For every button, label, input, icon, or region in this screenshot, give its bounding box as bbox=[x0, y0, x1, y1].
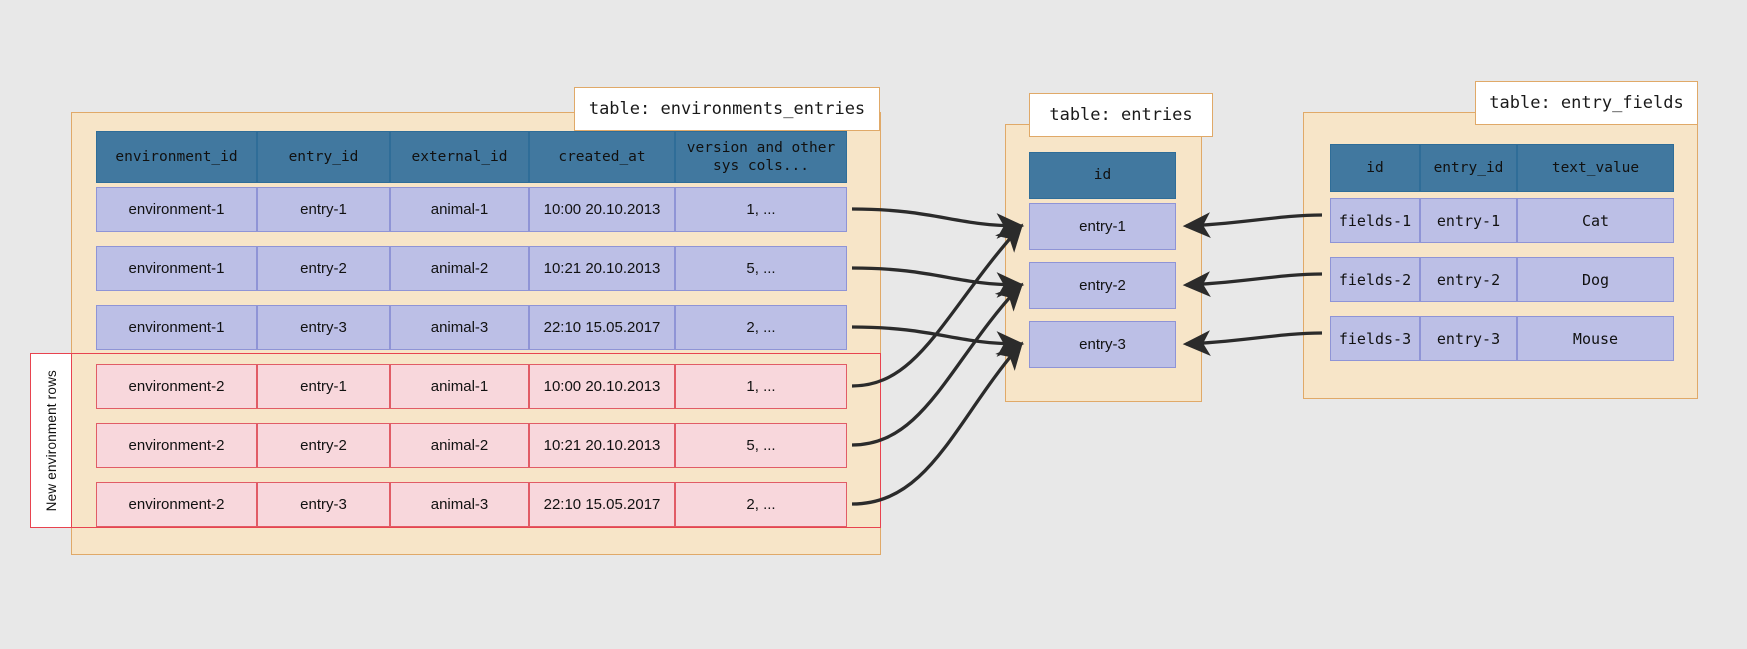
cell-version-sys-cols: 5, ... bbox=[675, 423, 847, 468]
cell-external-id: animal-2 bbox=[390, 246, 529, 291]
cell-external-id: animal-3 bbox=[390, 305, 529, 350]
cell-entry-id: entry-2 bbox=[257, 423, 390, 468]
cell-created-at: 10:00 20.10.2013 bbox=[529, 364, 675, 409]
cell-environment-id: environment-2 bbox=[96, 482, 257, 527]
cell-entry-id: entry-3 bbox=[257, 305, 390, 350]
cell-version-sys-cols: 1, ... bbox=[675, 187, 847, 232]
cell-environment-id: environment-1 bbox=[96, 187, 257, 232]
arrow-fields-1-to-entry-1 bbox=[1182, 212, 1323, 238]
cell-created-at: 10:21 20.10.2013 bbox=[529, 246, 675, 291]
cell-created-at: 22:10 15.05.2017 bbox=[529, 482, 675, 527]
cell-created-at: 22:10 15.05.2017 bbox=[529, 305, 675, 350]
cell-environment-id: environment-1 bbox=[96, 305, 257, 350]
column-header-id: id bbox=[1330, 144, 1420, 192]
cell-id: fields-2 bbox=[1330, 257, 1420, 302]
cell-external-id: animal-1 bbox=[390, 364, 529, 409]
cell-text-value: Mouse bbox=[1517, 316, 1674, 361]
header-row-entry-fields: id entry_id text_value bbox=[1330, 144, 1674, 192]
table-row[interactable]: environment-1 entry-3 animal-3 22:10 15.… bbox=[96, 305, 847, 350]
cell-version-sys-cols: 5, ... bbox=[675, 246, 847, 291]
cell-id: fields-3 bbox=[1330, 316, 1420, 361]
table-row[interactable]: environment-2 entry-3 animal-3 22:10 15.… bbox=[96, 482, 847, 527]
header-row-entries: id bbox=[1029, 152, 1176, 199]
cell-entry-id: entry-3 bbox=[257, 482, 390, 527]
cell-external-id: animal-3 bbox=[390, 482, 529, 527]
new-environment-rows-label-text: New environment rows bbox=[43, 369, 59, 512]
header-row-environments-entries: environment_id entry_id external_id crea… bbox=[96, 131, 847, 183]
cell-external-id: animal-1 bbox=[390, 187, 529, 232]
table-row[interactable]: environment-2 entry-2 animal-2 10:21 20.… bbox=[96, 423, 847, 468]
cell-text-value: Cat bbox=[1517, 198, 1674, 243]
table-row[interactable]: environment-1 entry-1 animal-1 10:00 20.… bbox=[96, 187, 847, 232]
cell-version-sys-cols: 2, ... bbox=[675, 305, 847, 350]
column-header-version-sys-cols: version and other sys cols... bbox=[675, 131, 847, 183]
cell-entry-id: entry-1 bbox=[257, 364, 390, 409]
title-environments-entries: table: environments_entries bbox=[574, 87, 880, 131]
arrow-fields-3-to-entry-3 bbox=[1182, 330, 1323, 356]
cell-version-sys-cols: 1, ... bbox=[675, 364, 847, 409]
column-header-text-value: text_value bbox=[1517, 144, 1674, 192]
cell-entry-id: entry-3 bbox=[1420, 316, 1517, 361]
cell-entry-id: entry-2 bbox=[1420, 257, 1517, 302]
column-header-id: id bbox=[1029, 152, 1176, 199]
table-row[interactable]: fields-1 entry-1 Cat bbox=[1330, 198, 1674, 243]
cell-version-sys-cols: 2, ... bbox=[675, 482, 847, 527]
cell-entry-id: entry-2 bbox=[257, 246, 390, 291]
title-entry-fields: table: entry_fields bbox=[1475, 81, 1698, 125]
cell-environment-id: environment-2 bbox=[96, 423, 257, 468]
title-entries: table: entries bbox=[1029, 93, 1213, 137]
column-header-external-id: external_id bbox=[390, 131, 529, 183]
cell-environment-id: environment-1 bbox=[96, 246, 257, 291]
table-row[interactable]: environment-1 entry-2 animal-2 10:21 20.… bbox=[96, 246, 847, 291]
table-row[interactable]: environment-2 entry-1 animal-1 10:00 20.… bbox=[96, 364, 847, 409]
cell-environment-id: environment-2 bbox=[96, 364, 257, 409]
cell-created-at: 10:00 20.10.2013 bbox=[529, 187, 675, 232]
table-row[interactable]: fields-3 entry-3 Mouse bbox=[1330, 316, 1674, 361]
cell-external-id: animal-2 bbox=[390, 423, 529, 468]
column-header-entry-id: entry_id bbox=[257, 131, 390, 183]
column-header-entry-id: entry_id bbox=[1420, 144, 1517, 192]
cell-id: entry-2 bbox=[1029, 262, 1176, 309]
table-row[interactable]: entry-3 bbox=[1029, 321, 1176, 368]
cell-created-at: 10:21 20.10.2013 bbox=[529, 423, 675, 468]
new-environment-rows-label: New environment rows bbox=[30, 353, 72, 528]
cell-text-value: Dog bbox=[1517, 257, 1674, 302]
table-row[interactable]: entry-1 bbox=[1029, 203, 1176, 250]
cell-id: entry-1 bbox=[1029, 203, 1176, 250]
cell-id: entry-3 bbox=[1029, 321, 1176, 368]
column-header-environment-id: environment_id bbox=[96, 131, 257, 183]
cell-id: fields-1 bbox=[1330, 198, 1420, 243]
column-header-created-at: created_at bbox=[529, 131, 675, 183]
arrow-fields-2-to-entry-2 bbox=[1182, 271, 1323, 297]
table-row[interactable]: fields-2 entry-2 Dog bbox=[1330, 257, 1674, 302]
cell-entry-id: entry-1 bbox=[1420, 198, 1517, 243]
cell-entry-id: entry-1 bbox=[257, 187, 390, 232]
table-row[interactable]: entry-2 bbox=[1029, 262, 1176, 309]
